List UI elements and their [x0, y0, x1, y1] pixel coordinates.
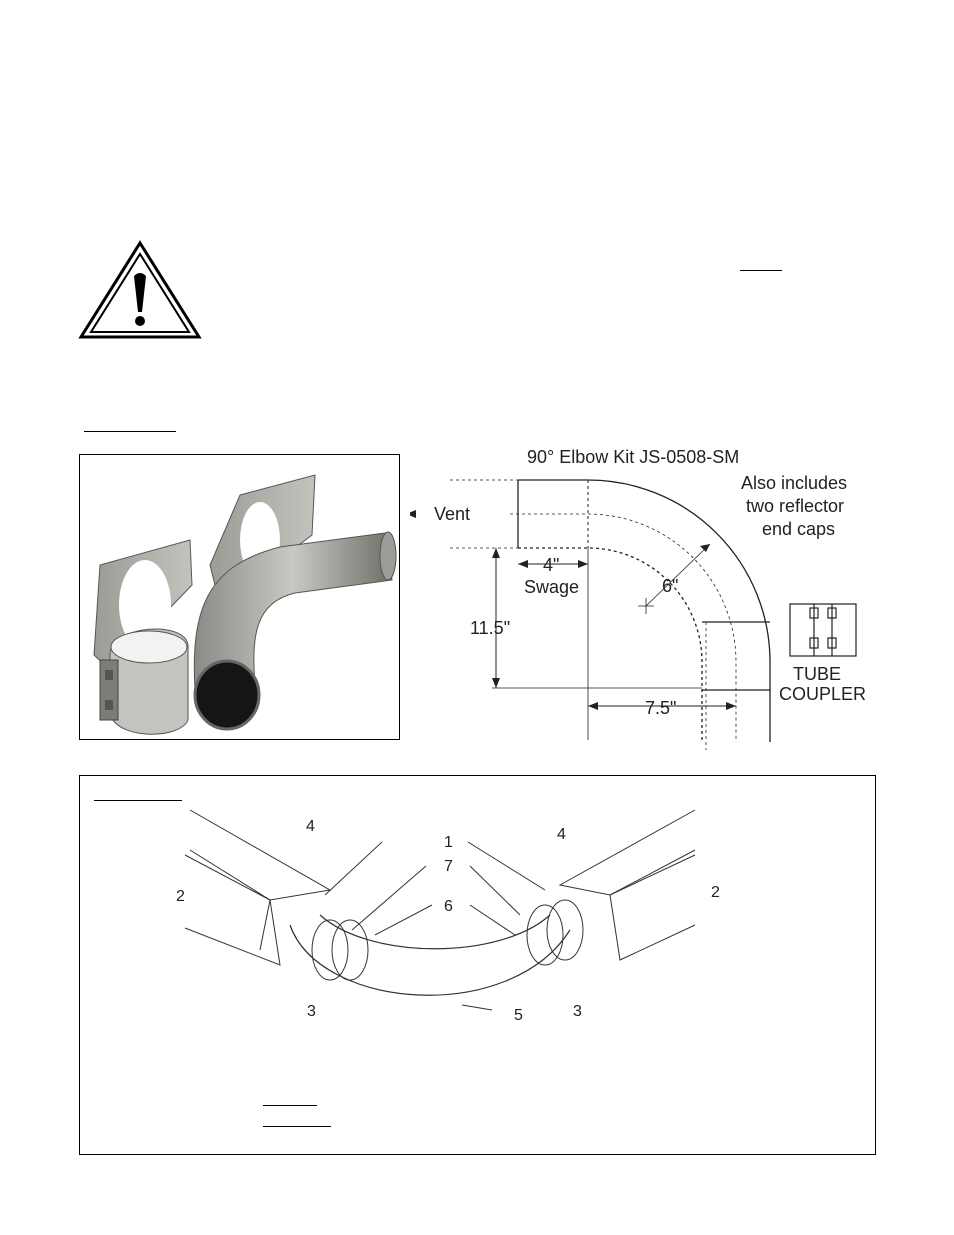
callout-3-left: 3 — [307, 1003, 316, 1020]
swage-dimension-value: 4" — [543, 555, 560, 575]
height-dimension: 11.5" — [470, 618, 511, 638]
diagram-title: 90° Elbow Kit JS-0508-SM — [527, 447, 740, 467]
also-includes-line-3: end caps — [762, 519, 836, 539]
tube-coupler-icon — [789, 603, 857, 657]
vent-label: Vent — [434, 504, 471, 524]
swage-dimension-label: Swage — [524, 577, 580, 597]
callout-7: 7 — [444, 858, 453, 875]
callout-4-right: 4 — [557, 826, 566, 843]
also-includes-line-2: two reflector — [746, 496, 845, 516]
callout-4-left: 4 — [306, 818, 315, 835]
callout-1: 1 — [444, 834, 453, 851]
product-photo-frame — [79, 454, 400, 740]
warning-triangle-icon — [78, 240, 202, 339]
elbow-kit-photo — [93, 474, 397, 735]
underline-mark-top — [740, 270, 782, 271]
callout-2-left: 2 — [176, 888, 185, 905]
radius-dimension: 6" — [662, 576, 679, 596]
legend-underline-2 — [263, 1126, 331, 1127]
coupler-label-line-1: TUBE — [793, 664, 842, 684]
also-includes-line-1: Also includes — [741, 473, 848, 493]
assembly-diagram-frame — [79, 775, 876, 1155]
callout-5: 5 — [514, 1007, 523, 1024]
width-dimension: 7.5" — [645, 698, 677, 718]
assembly-heading-underline — [94, 800, 182, 801]
legend-underline-1 — [263, 1105, 317, 1106]
callout-2-right: 2 — [711, 884, 720, 901]
elbow-dimension-diagram — [410, 479, 857, 750]
callout-3-right: 3 — [573, 1003, 582, 1020]
callout-6: 6 — [444, 898, 453, 915]
section-heading-underline — [84, 431, 176, 432]
assembly-diagram — [184, 809, 696, 1011]
coupler-label-line-2: COUPLER — [779, 684, 867, 704]
